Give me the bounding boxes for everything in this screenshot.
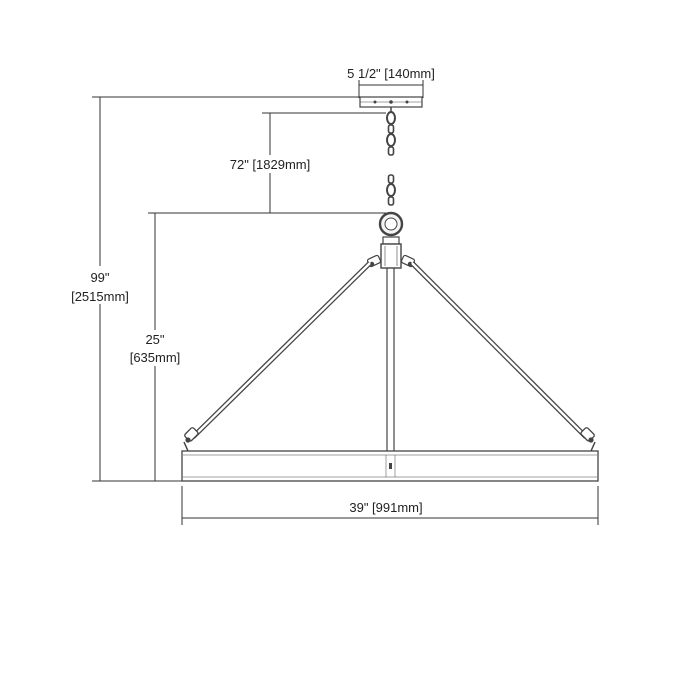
- left-arm: [183, 261, 372, 452]
- chain-length-dimension: 72" [1829mm]: [222, 112, 386, 213]
- ring-center-mark: [389, 463, 392, 469]
- fixture-height-label-bg: [118, 330, 192, 366]
- upper-chain-link-2: [387, 124, 395, 134]
- left-arm-joint: [183, 427, 199, 452]
- right-arm: [410, 261, 596, 452]
- upper-chain-link-4: [387, 146, 395, 156]
- overall-height-label-mm: [2515mm]: [71, 289, 129, 304]
- upper-chain: [386, 107, 396, 156]
- fixture-height-label-mm: [635mm]: [130, 350, 181, 365]
- canopy: [359, 96, 423, 108]
- fixture-width-label: 39" [991mm]: [349, 500, 422, 515]
- center-rod: [386, 268, 395, 451]
- canopy-screw-left: [373, 100, 377, 104]
- lower-chain-link-1: [387, 174, 395, 184]
- overall-height-dimension: 99" [2515mm]: [64, 96, 360, 482]
- lower-chain: [386, 174, 396, 206]
- upper-chain-link-3: [386, 133, 396, 147]
- hanging-loop-inner: [384, 217, 398, 231]
- chain-length-label: 72" [1829mm]: [230, 157, 311, 172]
- canopy-width-dimension: 5 1/2" [140mm]: [347, 66, 435, 98]
- hub-collar: [382, 236, 400, 245]
- fixture-height-label-in: 25": [145, 332, 164, 347]
- right-arm-fill: [411, 262, 587, 438]
- hub-body: [380, 243, 402, 269]
- overall-height-label-in: 99": [90, 270, 109, 285]
- lower-chain-link-3: [387, 196, 395, 206]
- fixture-height-dimension: 25" [635mm]: [118, 212, 386, 481]
- chain-length-label-bg: [222, 155, 318, 173]
- fixture-width-dimension: 39" [991mm]: [181, 486, 599, 525]
- overall-height-label-bg: [64, 266, 136, 304]
- canopy-screw-right: [405, 100, 409, 104]
- right-arm-joint: [580, 427, 596, 452]
- canopy-width-label: 5 1/2" [140mm]: [347, 66, 435, 81]
- lower-chain-link-2: [386, 183, 396, 197]
- canopy-screw-center: [389, 100, 393, 104]
- fixture-ring: [181, 450, 599, 482]
- hanging-hub: [366, 211, 416, 269]
- upper-chain-link-1: [386, 111, 396, 125]
- left-arm-fill: [192, 262, 371, 438]
